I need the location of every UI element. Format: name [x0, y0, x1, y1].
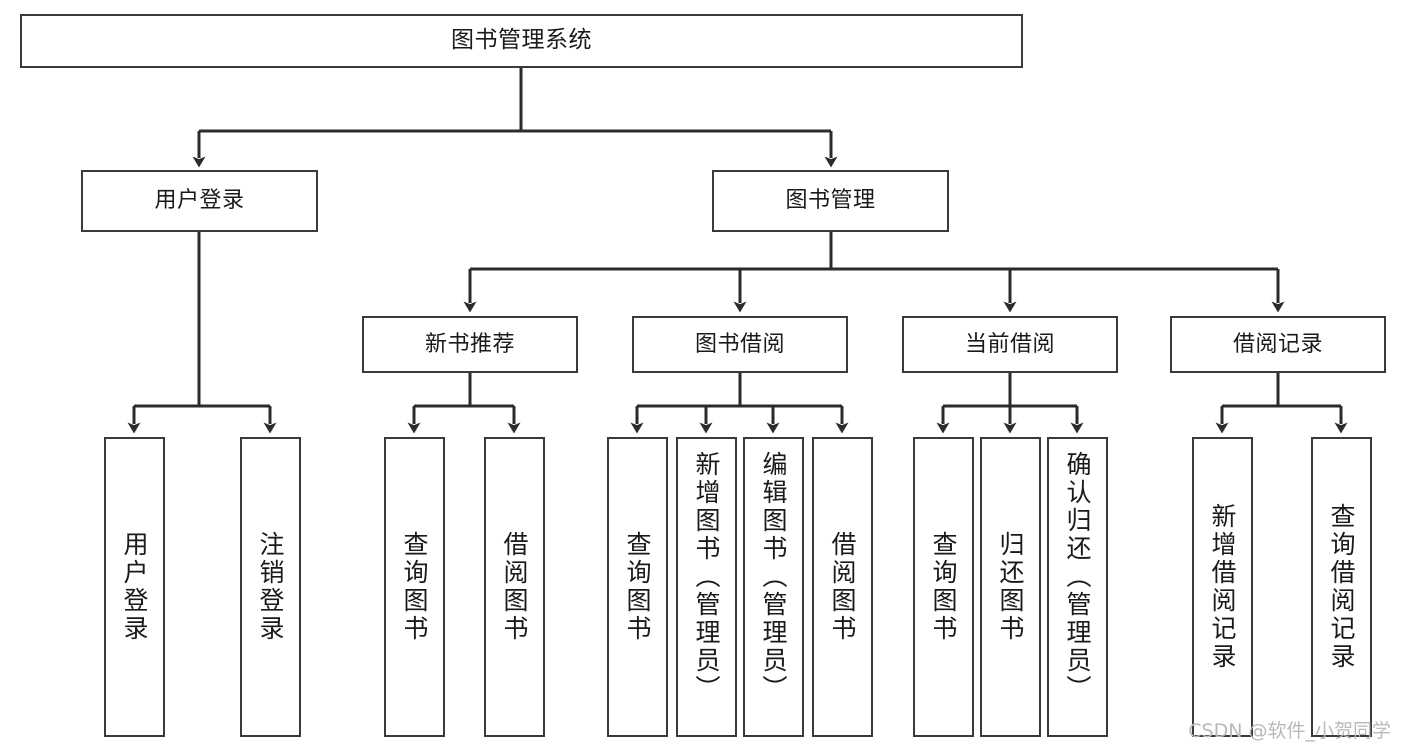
node-label: 新增图书（管理员）	[692, 451, 721, 703]
node-book-borrow[interactable]: 图书借阅	[632, 316, 848, 373]
leaf-rec-borrow-book[interactable]: 借阅图书	[484, 437, 545, 737]
node-label: 归还图书	[996, 531, 1025, 643]
node-label: 图书管理系统	[451, 27, 592, 54]
leaf-edit-book-admin[interactable]: 编辑图书（管理员）	[743, 437, 804, 737]
node-root-system[interactable]: 图书管理系统	[20, 14, 1023, 68]
leaf-query-borrow-record[interactable]: 查询借阅记录	[1311, 437, 1372, 737]
node-label: 注销登录	[256, 531, 285, 643]
node-label: 借阅图书	[828, 531, 857, 643]
node-label: 用户登录	[120, 531, 149, 643]
node-label: 用户登录	[154, 188, 245, 214]
leaf-confirm-return-admin[interactable]: 确认归还（管理员）	[1047, 437, 1108, 737]
leaf-login-user[interactable]: 用户登录	[104, 437, 165, 737]
node-label: 查询图书	[623, 531, 652, 643]
leaf-add-borrow-record[interactable]: 新增借阅记录	[1192, 437, 1253, 737]
node-label: 新书推荐	[424, 331, 515, 357]
leaf-return-book[interactable]: 归还图书	[980, 437, 1041, 737]
leaf-cur-query-book[interactable]: 查询图书	[913, 437, 974, 737]
node-label: 借阅记录	[1232, 331, 1323, 357]
node-label: 查询图书	[929, 531, 958, 643]
leaf-borrow-query-book[interactable]: 查询图书	[607, 437, 668, 737]
node-label: 当前借阅	[964, 331, 1055, 357]
node-label: 查询借阅记录	[1327, 503, 1356, 671]
node-borrow-record[interactable]: 借阅记录	[1170, 316, 1386, 373]
node-label: 确认归还（管理员）	[1063, 451, 1092, 703]
node-new-book-recommend[interactable]: 新书推荐	[362, 316, 578, 373]
node-label: 借阅图书	[500, 531, 529, 643]
leaf-rec-query-book[interactable]: 查询图书	[384, 437, 445, 737]
leaf-add-book-admin[interactable]: 新增图书（管理员）	[676, 437, 737, 737]
leaf-logout[interactable]: 注销登录	[240, 437, 301, 737]
node-label: 查询图书	[400, 531, 429, 643]
node-label: 图书借阅	[694, 331, 785, 357]
node-label: 图书管理	[785, 188, 876, 214]
node-user-login[interactable]: 用户登录	[81, 170, 318, 232]
node-label: 新增借阅记录	[1208, 503, 1237, 671]
node-label: 编辑图书（管理员）	[759, 451, 788, 703]
leaf-borrow-book[interactable]: 借阅图书	[812, 437, 873, 737]
node-current-borrow[interactable]: 当前借阅	[902, 316, 1118, 373]
node-book-management[interactable]: 图书管理	[712, 170, 949, 232]
